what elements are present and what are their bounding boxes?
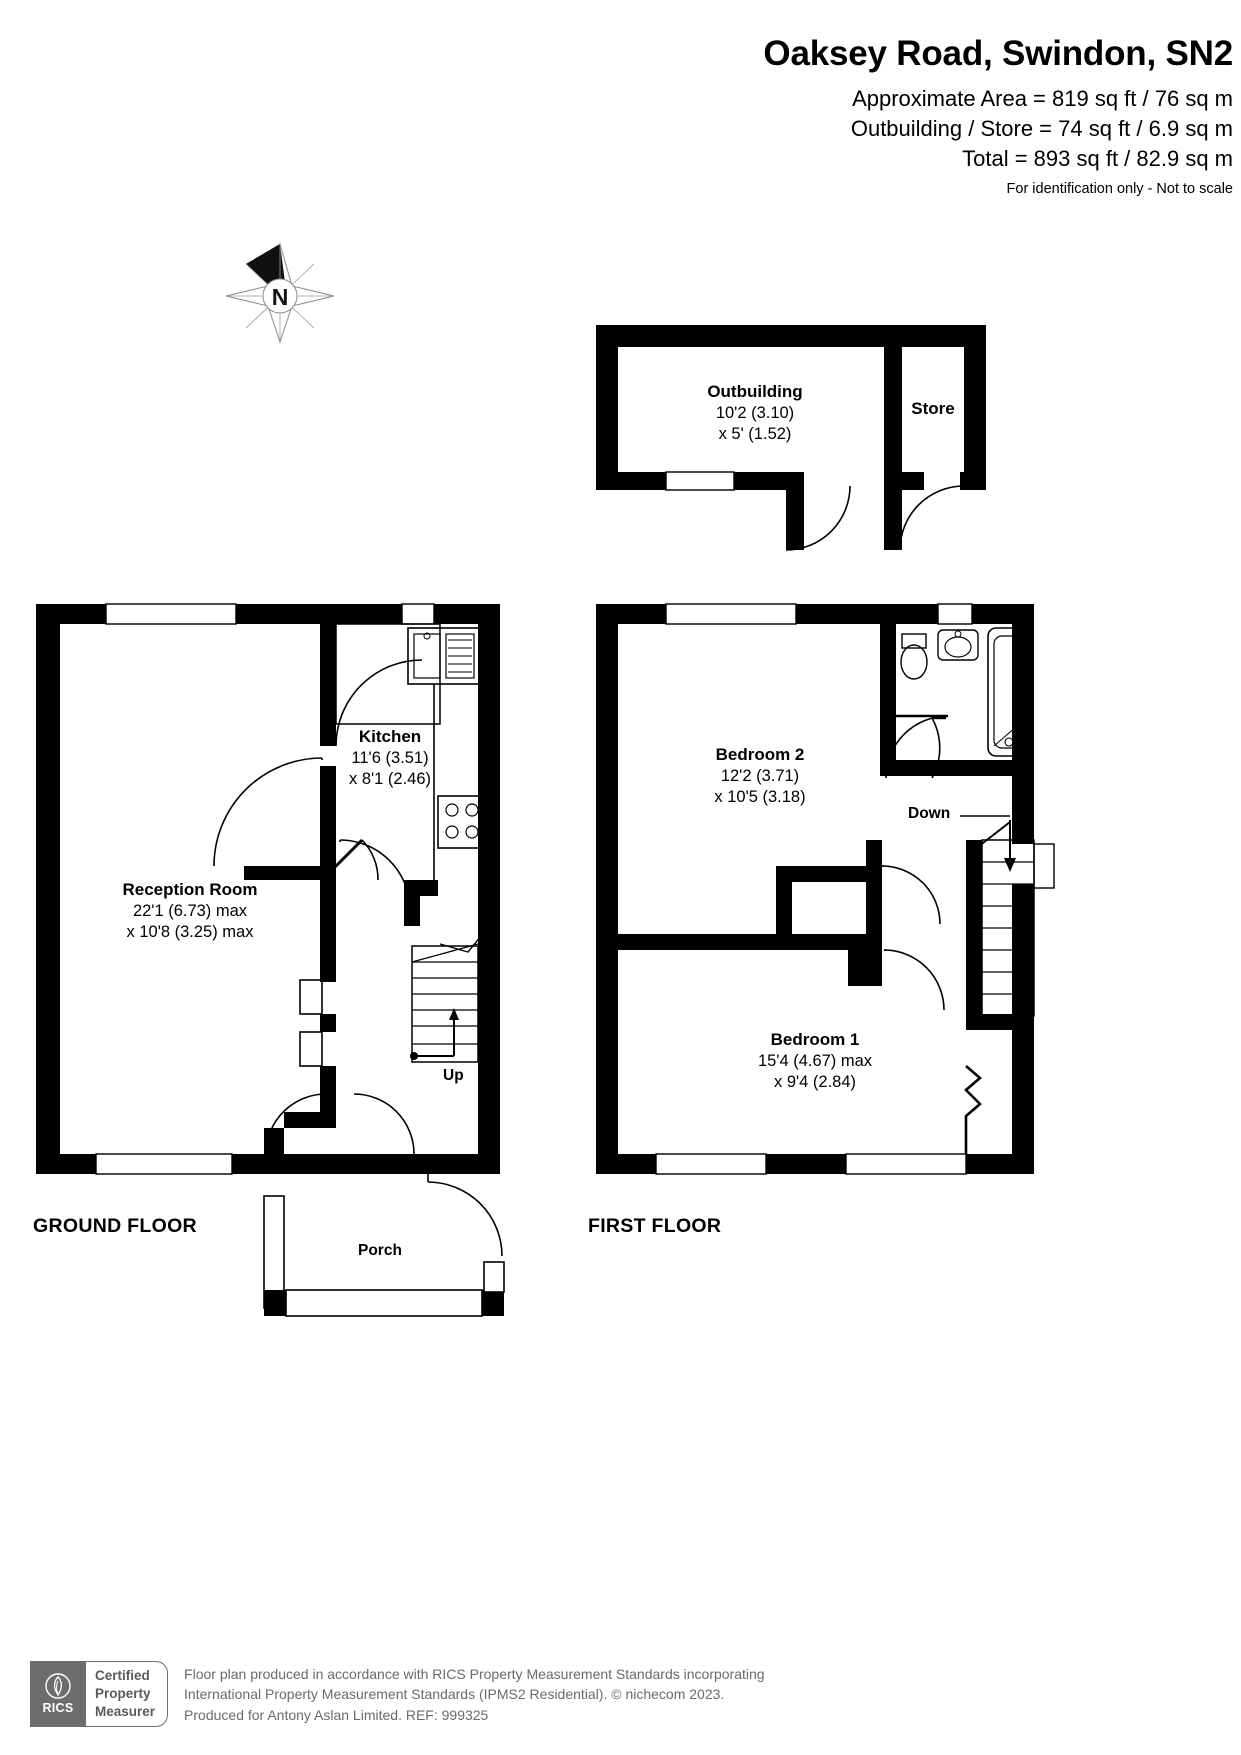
rics-badge-line-1: Certified: [95, 1668, 150, 1684]
reception-room-dim-1: 22'1 (6.73) max: [132, 901, 248, 920]
rics-emblem-icon: [45, 1673, 71, 1699]
reception-room-name: Reception Room: [122, 880, 258, 899]
footer-line-3: Produced for Antony Aslan Limited. REF: …: [184, 1706, 489, 1723]
compass-rose: N: [210, 238, 350, 348]
outbuilding-area-line: Outbuilding / Store = 74 sq ft / 6.9 sq …: [850, 115, 1233, 141]
bedroom-2-dim-2: x 10'5 (3.18): [714, 787, 806, 806]
room-label-store: Store: [878, 398, 988, 420]
room-label-kitchen: Kitchen 11'6 (3.51) x 8'1 (2.46): [300, 726, 480, 790]
outbuilding-dim-2: x 5' (1.52): [718, 424, 792, 443]
store-name: Store: [911, 399, 955, 418]
outbuilding-dim-1: 10'2 (3.10): [715, 403, 795, 422]
kitchen-name: Kitchen: [358, 727, 422, 746]
kitchen-sink-fixture: [407, 627, 481, 685]
footer-line-2: International Property Measurement Stand…: [184, 1686, 725, 1703]
room-label-reception-room: Reception Room 22'1 (6.73) max x 10'8 (3…: [60, 879, 320, 943]
ground-staircase: [410, 929, 487, 1063]
compass-north-label: N: [272, 284, 289, 310]
porch-label: Porch: [358, 1242, 402, 1259]
footer-disclaimer: Floor plan produced in accordance with R…: [184, 1661, 765, 1725]
compass-icon: N: [225, 242, 335, 344]
ground-floor-plan: [36, 603, 505, 1317]
rics-badge-text: Certified Property Measurer: [86, 1661, 169, 1727]
kitchen-dim-2: x 8'1 (2.46): [348, 769, 432, 788]
footer-line-1: Floor plan produced in accordance with R…: [184, 1666, 765, 1682]
page-title: Oaksey Road, Swindon, SN2: [763, 34, 1233, 73]
scale-disclaimer: For identification only - Not to scale: [1006, 181, 1233, 198]
rics-badge-line-3: Measurer: [95, 1703, 156, 1719]
first-staircase: [960, 815, 1035, 1017]
bedroom-1-dim-2: x 9'4 (2.84): [773, 1072, 857, 1091]
rics-wordmark: RICS: [42, 1701, 74, 1715]
stair-down-label: Down: [908, 805, 951, 822]
room-label-outbuilding: Outbuilding 10'2 (3.10) x 5' (1.52): [640, 381, 870, 445]
rics-badge-line-2: Property: [95, 1686, 151, 1702]
reception-room-dim-2: x 10'8 (3.25) max: [126, 922, 254, 941]
bedroom-2-dim-1: 12'2 (3.71): [720, 766, 800, 785]
bedroom-1-name: Bedroom 1: [770, 1030, 860, 1049]
approx-area-line: Approximate Area = 819 sq ft / 76 sq m: [852, 86, 1233, 112]
header-block: Oaksey Road, Swindon, SN2 Approximate Ar…: [593, 34, 1233, 199]
bathroom-fixtures: [900, 627, 1031, 757]
room-label-bedroom-1: Bedroom 1 15'4 (4.67) max x 9'4 (2.84): [700, 1029, 930, 1093]
stair-up-label: Up: [443, 1067, 464, 1084]
outbuilding-name: Outbuilding: [707, 382, 803, 401]
footer-block: RICS Certified Property Measurer Floor p…: [30, 1661, 1210, 1727]
rics-logo-mark: RICS: [30, 1661, 86, 1727]
first-floor-title: FIRST FLOOR: [588, 1215, 722, 1237]
kitchen-hob-fixture: [437, 795, 487, 849]
room-label-bedroom-2: Bedroom 2 12'2 (3.71) x 10'5 (3.18): [640, 744, 880, 808]
ground-floor-title: GROUND FLOOR: [33, 1215, 197, 1237]
rics-certified-badge: RICS Certified Property Measurer: [30, 1661, 169, 1727]
kitchen-dim-1: 11'6 (3.51): [351, 748, 429, 767]
bedroom-2-name: Bedroom 2: [715, 745, 805, 764]
bedroom-1-dim-1: 15'4 (4.67) max: [757, 1051, 873, 1070]
total-area-line: Total = 893 sq ft / 82.9 sq m: [962, 145, 1233, 171]
